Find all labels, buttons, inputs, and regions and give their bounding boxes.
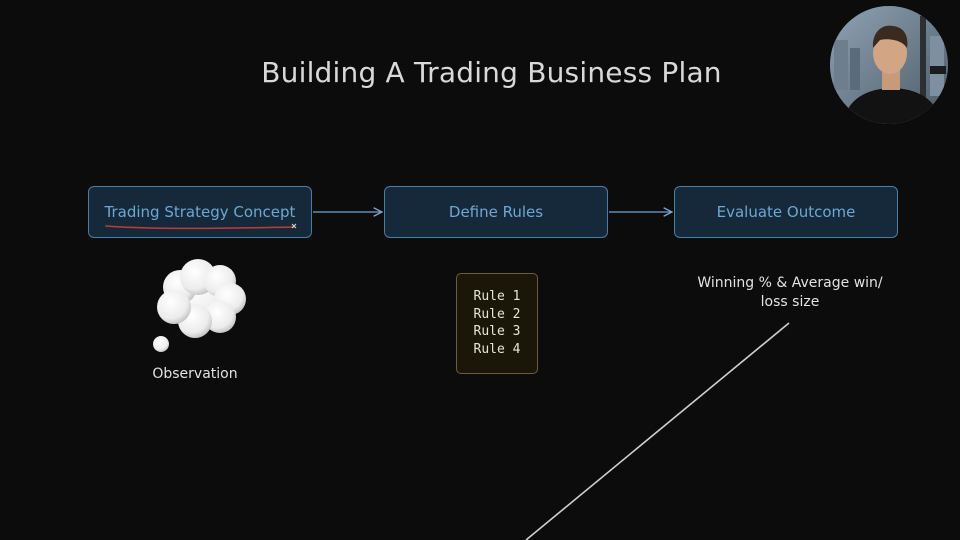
thought-cloud-icon [153,259,246,352]
outcome-note-line1: Winning % & Average win/ [697,275,883,291]
rules-card: Rule 1 Rule 2 Rule 3 Rule 4 [456,273,538,374]
outcome-note-line2: loss size [760,294,820,310]
rule-item: Rule 1 [473,289,521,304]
node-trading-strategy-concept[interactable]: Trading Strategy Concept [88,186,312,238]
node-define-rules[interactable]: Define Rules [384,186,608,238]
rule-item: Rule 2 [473,306,521,322]
rule-item: Rule 3 [473,324,521,339]
slide-title: Building A Trading Business Plan [261,56,722,89]
rule-item: Rule 4 [473,341,521,357]
observation-label: Observation [152,366,238,382]
outcome-note: Winning % & Average win/ loss size [690,274,890,312]
node-label: Trading Strategy Concept [104,203,296,221]
node-evaluate-outcome[interactable]: Evaluate Outcome [674,186,898,238]
node-label: Define Rules [448,203,544,221]
red-underline-annotation [105,223,297,230]
presenter-image [830,6,948,124]
presenter-webcam [830,6,948,124]
node-label: Evaluate Outcome [716,203,856,221]
annotation-pen-line [525,322,790,540]
